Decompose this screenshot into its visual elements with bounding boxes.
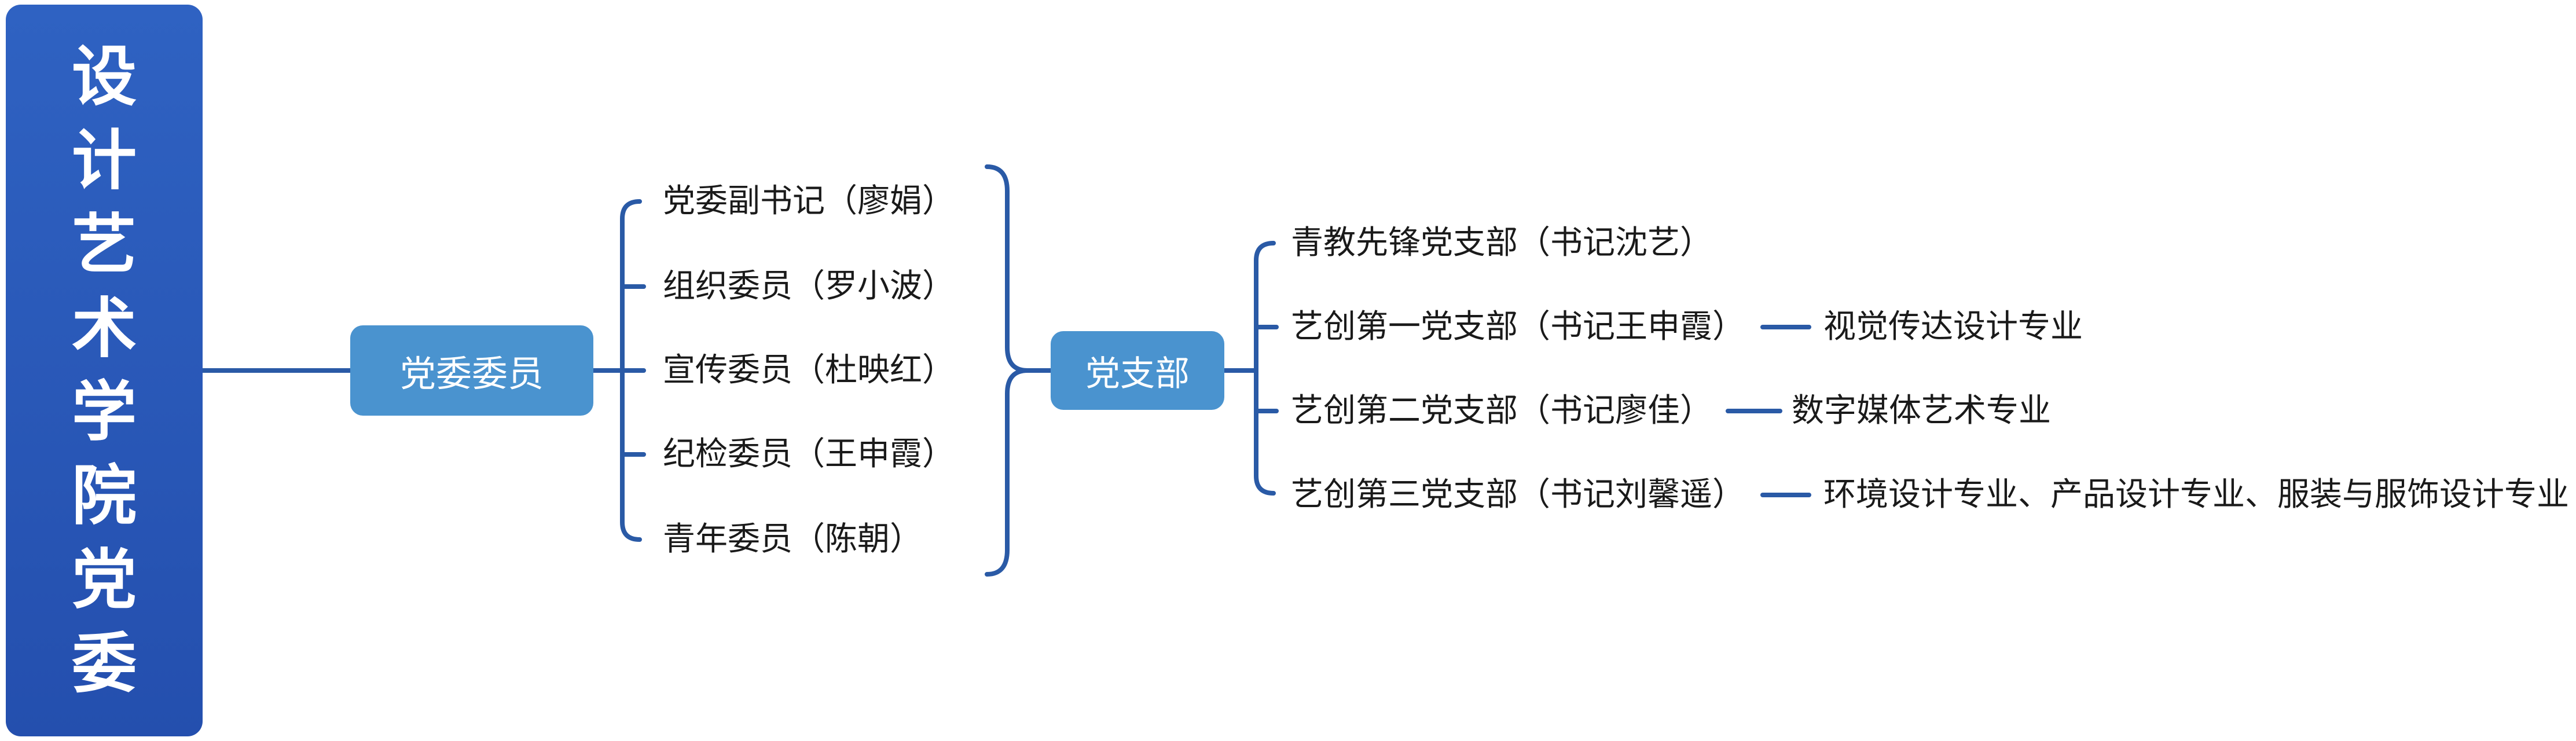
branch-major: 数字媒体艺术专业: [1792, 392, 2051, 430]
root-title-char: 计: [72, 123, 137, 199]
committee-member: 宣传委员（杜映红）: [663, 351, 955, 389]
branch-bracket: [1254, 241, 1276, 496]
curly-brace: [985, 164, 1030, 577]
root-title-char: 党: [72, 542, 137, 618]
committee-member: 青年委员（陈朝）: [663, 520, 922, 558]
root-title-char: 院: [72, 458, 137, 534]
root-title-char: 设: [72, 39, 137, 115]
branch-item: 艺创第一党支部（书记王申霞）: [1291, 308, 1745, 346]
branch-node: 党支部: [1051, 331, 1224, 410]
committee-member: 组织委员（罗小波）: [663, 267, 955, 305]
root-title-char: 艺: [72, 207, 137, 283]
branch-item: 艺创第二党支部（书记廖佳）: [1291, 392, 1712, 430]
root-title-char: 术: [72, 291, 137, 366]
root-node: 设 计 艺 术 学 院 党 委: [6, 5, 203, 736]
root-title-char: 委: [72, 626, 137, 702]
branch-item: 艺创第三党支部（书记刘馨遥）: [1291, 476, 1745, 513]
branch-major: 环境设计专业、产品设计专业、服装与服饰设计专业: [1823, 476, 2569, 513]
branch-item: 青教先锋党支部（书记沈艺）: [1291, 224, 1712, 262]
root-title-char: 学: [72, 375, 137, 450]
committee-member: 党委副书记（廖娟）: [663, 182, 955, 220]
committee-member: 纪检委员（王申霞）: [663, 435, 955, 473]
committee-node: 党委委员: [350, 325, 593, 416]
branch-major: 视觉传达设计专业: [1823, 308, 2083, 346]
